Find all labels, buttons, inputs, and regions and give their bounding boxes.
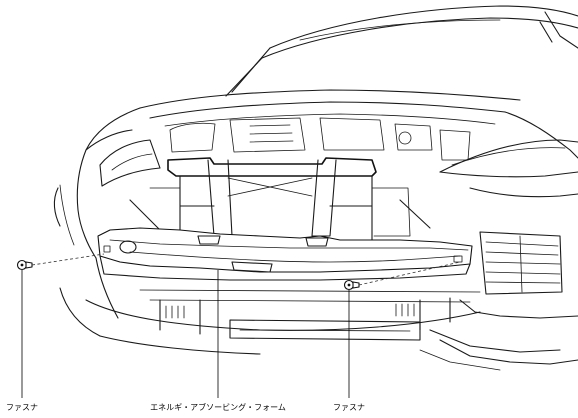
label-fastener-right: ファスナ [333, 403, 365, 412]
install-line-left [31, 253, 105, 266]
vehicle-body [53, 5, 578, 371]
label-fastener-left: ファスナ [6, 403, 38, 412]
fastener-right-icon [343, 279, 360, 291]
label-energy-absorbing-foam: エネルギ・アブソービング・フォーム [150, 402, 286, 412]
install-line-right [358, 261, 461, 286]
fastener-left-icon [16, 259, 33, 271]
energy-absorbing-foam [97, 227, 473, 281]
